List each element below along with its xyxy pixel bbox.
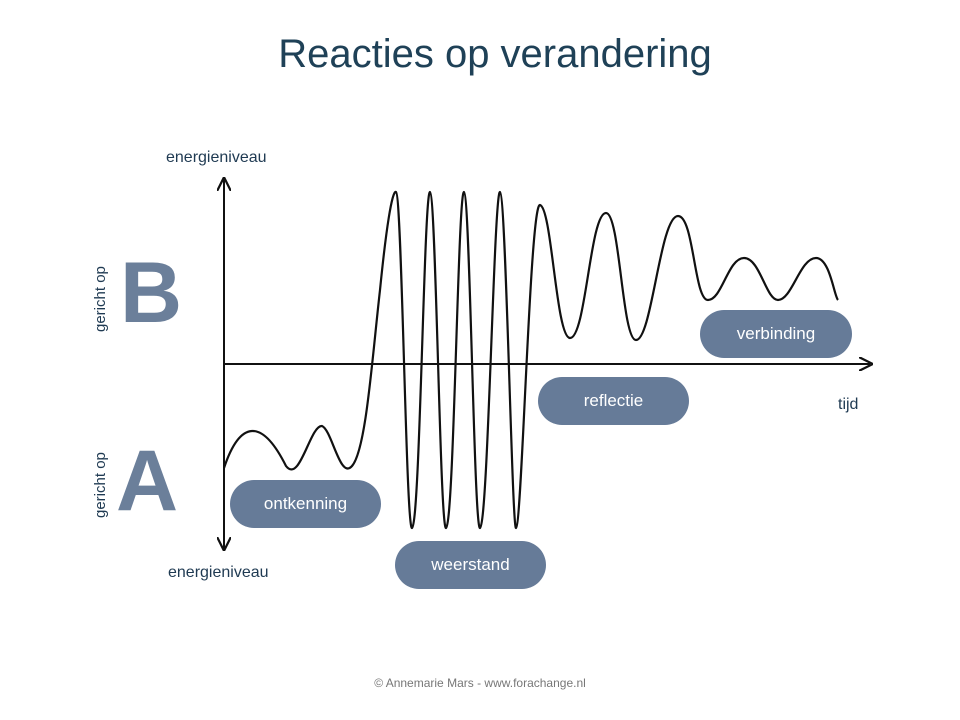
x-axis-label: tijd bbox=[838, 396, 859, 413]
phase-ontkenning: ontkenning bbox=[230, 480, 381, 528]
side-b-caption: gericht op bbox=[92, 266, 109, 332]
phase-verbinding: verbinding bbox=[700, 310, 852, 358]
side-b-letter: B bbox=[120, 245, 183, 341]
energy-curve bbox=[222, 190, 839, 530]
side-a-letter: A bbox=[116, 433, 179, 529]
phase-reflectie: reflectie bbox=[538, 377, 689, 425]
copyright-footer: © Annemarie Mars - www.forachange.nl bbox=[374, 676, 586, 690]
y-axis-bottom-label: energieniveau bbox=[168, 564, 269, 581]
phase-weerstand: weerstand bbox=[395, 541, 546, 589]
side-a-caption: gericht op bbox=[92, 452, 109, 518]
page-title: Reacties op verandering bbox=[278, 32, 712, 76]
y-axis-top-label: energieniveau bbox=[166, 149, 267, 166]
